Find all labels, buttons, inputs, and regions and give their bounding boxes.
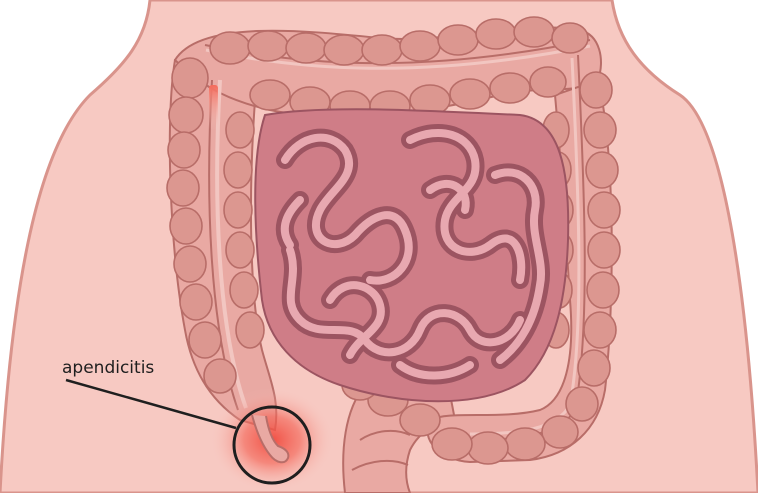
appendicitis-label: apendicitis — [62, 358, 154, 378]
small-intestine — [255, 109, 568, 401]
